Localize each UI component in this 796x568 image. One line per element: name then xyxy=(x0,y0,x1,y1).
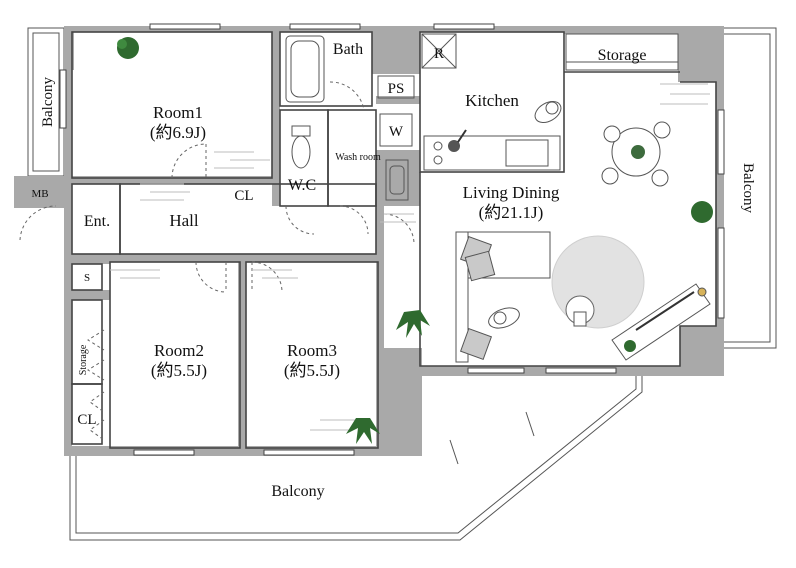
person-living-icon xyxy=(488,307,520,329)
cl-hall-label: CL xyxy=(234,188,253,204)
balcony-bottom-label: Balcony xyxy=(271,483,324,500)
plant-room1-icon xyxy=(117,37,139,59)
cl-left-label: CL xyxy=(77,412,96,428)
w-label: W xyxy=(389,124,404,140)
washbasin-icon xyxy=(385,159,409,201)
person-kitchen-icon xyxy=(534,101,562,123)
ps-label: PS xyxy=(388,81,405,97)
balcony-right-label: Balcony xyxy=(740,163,756,213)
room3-size: (約5.5J) xyxy=(284,361,340,380)
tv-board-icon xyxy=(611,283,711,361)
room2-name: Room2 xyxy=(154,341,204,360)
balcony-left-label: Balcony xyxy=(40,77,56,127)
plant-living-right-icon xyxy=(691,201,713,223)
living-size: (約21.1J) xyxy=(479,203,544,222)
s-label: S xyxy=(84,272,90,284)
floor-texture xyxy=(110,83,710,431)
hall-label: Hall xyxy=(169,211,199,230)
room2-size: (約5.5J) xyxy=(151,361,207,380)
storage-left-label: Storage xyxy=(78,344,89,375)
room-outlines xyxy=(71,31,717,449)
sofa-icon xyxy=(455,231,551,363)
entrance-label: Ent. xyxy=(84,213,110,230)
kitchen-counter-icon xyxy=(423,129,561,171)
fridge-icon xyxy=(421,33,457,69)
room1-name: Room1 xyxy=(153,103,203,122)
wc-label: W.C xyxy=(288,177,316,194)
dining-table-icon xyxy=(601,121,671,187)
storage-top-label: Storage xyxy=(598,47,647,64)
toilet-icon xyxy=(291,125,311,169)
kitchen-label: Kitchen xyxy=(465,91,519,110)
ps-box-icon xyxy=(377,75,415,99)
plant-room3-icon xyxy=(346,418,380,444)
balcony-right-outline xyxy=(724,27,777,349)
plant-living-left-icon xyxy=(396,310,430,338)
bath-label: Bath xyxy=(333,41,363,58)
doors xyxy=(19,81,415,441)
plant-tv-icon xyxy=(624,340,636,352)
mb-label: MB xyxy=(31,188,48,200)
room3-name: Room3 xyxy=(287,341,337,360)
r-label: R xyxy=(434,46,444,62)
washer-icon xyxy=(379,113,413,147)
storage-cabinet-icon xyxy=(565,33,679,71)
rug-icon xyxy=(551,235,645,329)
bathtub-icon xyxy=(285,35,325,103)
balcony-bottom-outline xyxy=(69,374,643,541)
room1-size: (約6.9J) xyxy=(150,123,206,142)
windows xyxy=(59,23,725,456)
washroom-label: Wash room xyxy=(335,152,381,163)
living-name: Living Dining xyxy=(463,183,560,202)
